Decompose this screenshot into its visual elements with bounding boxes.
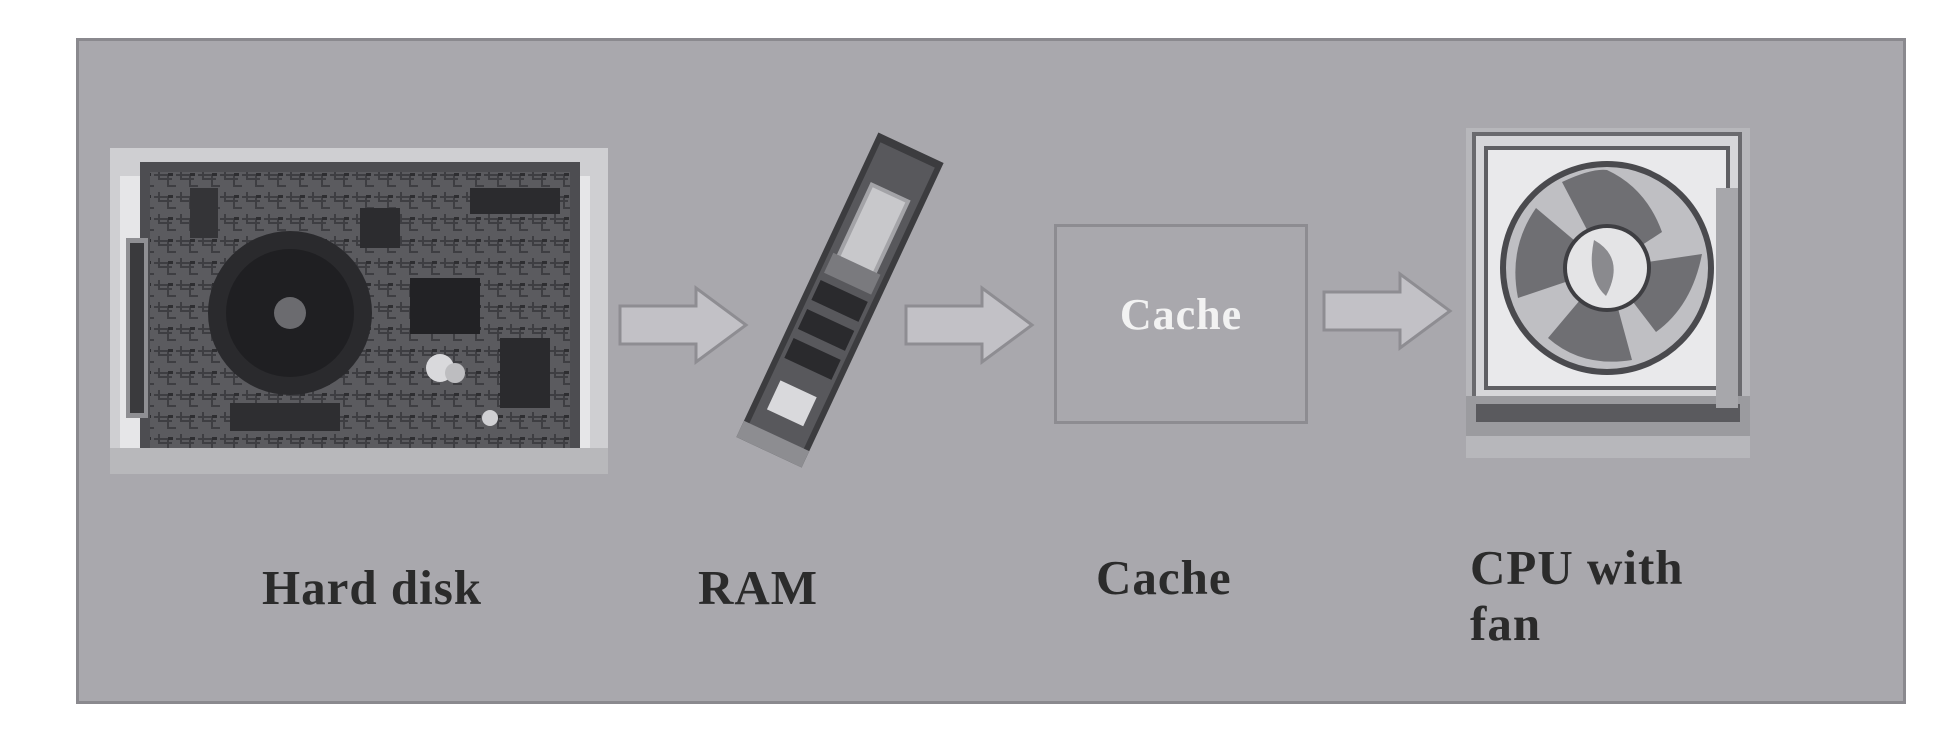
right-arrow-icon bbox=[1322, 271, 1453, 351]
stage-label-cache: Cache bbox=[1096, 550, 1232, 605]
stage-label-ram: RAM bbox=[698, 560, 819, 615]
cpu-fan-photo bbox=[1466, 128, 1750, 458]
right-arrow-icon bbox=[904, 285, 1035, 365]
hard-disk-photo bbox=[110, 148, 608, 474]
stage-label-cpu: CPU with fan bbox=[1470, 540, 1684, 651]
cache-box: Cache bbox=[1054, 224, 1308, 424]
right-arrow-icon bbox=[618, 285, 749, 365]
stage-label-hard-disk: Hard disk bbox=[262, 560, 483, 615]
ram-module-photo bbox=[736, 132, 944, 468]
cache-box-label: Cache bbox=[1119, 289, 1243, 339]
